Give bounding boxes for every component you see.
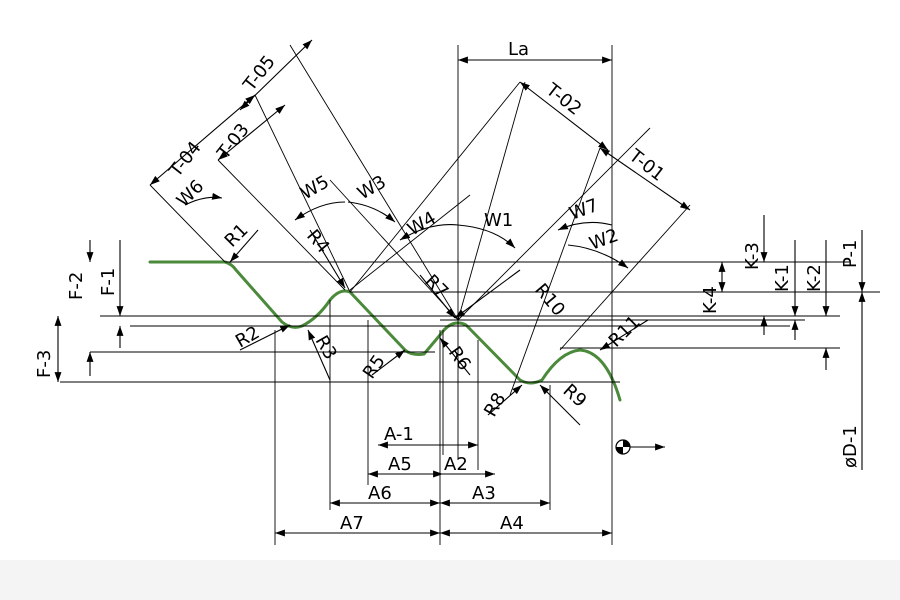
label-R2: R2 (232, 322, 263, 352)
label-R9: R9 (559, 380, 591, 412)
label-R8: R8 (480, 389, 510, 420)
f-dimensions (54, 240, 124, 382)
label-R6: R6 (444, 343, 475, 375)
label-A4: A4 (500, 513, 524, 534)
label-W7: W7 (567, 195, 602, 225)
label-R10: R10 (530, 280, 569, 321)
label-K2: K-2 (804, 264, 825, 292)
label-W5: W5 (297, 172, 333, 205)
a-dimensions (275, 441, 612, 537)
tool-lines (149, 44, 691, 396)
label-W2: W2 (587, 225, 622, 255)
label-R1: R1 (221, 220, 253, 252)
footer-bar (0, 560, 900, 600)
radius-leaders (229, 229, 649, 426)
rotation-direction-icon (615, 439, 665, 455)
label-T02: T-02 (541, 79, 585, 120)
roll-profile-diagram: La T-04 T-03 T-05 T-02 T-01 W6 W5 W3 W4 … (34, 39, 880, 545)
label-K3: K-3 (742, 242, 763, 270)
label-K1: K-1 (772, 264, 793, 292)
label-A7: A7 (340, 513, 364, 534)
label-T04: T-04 (165, 138, 206, 182)
label-W6: W6 (173, 176, 209, 212)
label-La: La (508, 39, 529, 60)
label-F3: F-3 (34, 350, 55, 378)
label-A6: A6 (368, 483, 392, 504)
label-F1: F-1 (98, 268, 119, 296)
k-dimensions (718, 215, 866, 470)
vertical-reference-lines (274, 45, 613, 545)
label-R4: R4 (302, 226, 333, 258)
label-R11: R11 (605, 312, 645, 352)
label-A2: A2 (444, 454, 468, 475)
label-A5: A5 (388, 454, 412, 475)
angle-arcs (184, 192, 629, 269)
label-P1: P-1 (840, 240, 861, 268)
label-T05: T-05 (239, 52, 280, 96)
label-R3: R3 (311, 332, 341, 363)
technical-drawing: La T-04 T-03 T-05 T-02 T-01 W6 W5 W3 W4 … (34, 39, 880, 545)
label-K4: K-4 (700, 286, 721, 314)
tool-dimension-arrows (149, 39, 691, 211)
label-R7: R7 (420, 271, 452, 303)
label-A3: A3 (472, 483, 496, 504)
label-F2: F-2 (66, 272, 87, 300)
label-D1: øD-1 (840, 425, 861, 468)
label-A1: A-1 (384, 424, 414, 445)
label-R5: R5 (359, 351, 390, 383)
label-W1: W1 (484, 210, 513, 231)
labels: La T-04 T-03 T-05 T-02 T-01 W6 W5 W3 W4 … (34, 39, 861, 534)
